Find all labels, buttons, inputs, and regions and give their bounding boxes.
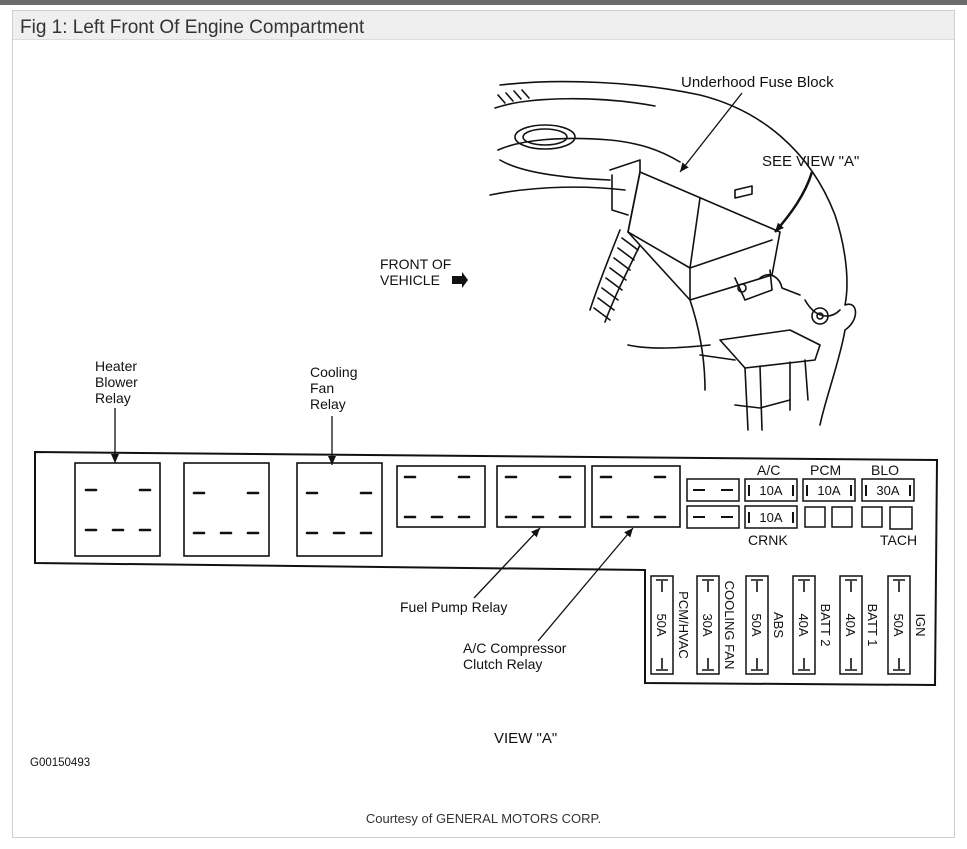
front-direction-arrow — [452, 272, 468, 288]
crnk-fuse — [744, 505, 798, 529]
heater-label-line2: Blower — [95, 374, 138, 390]
pcm-fuse — [802, 478, 856, 502]
maxi-fuse-rating: 30A — [700, 613, 715, 636]
caption-bar — [13, 11, 954, 40]
maxi-fuse-name: IGN — [913, 613, 928, 636]
maxi-fuse-cooling-fan: 30A COOLING FAN — [696, 575, 737, 675]
see-view-label: SEE VIEW "A" — [762, 153, 859, 170]
small-terminal-1 — [804, 506, 826, 528]
front-of-vehicle-line1: FRONT OF — [380, 256, 451, 272]
maxi-fuse-rating: 50A — [654, 613, 669, 636]
cooling-label-line2: Fan — [310, 380, 334, 396]
relay-socket-2 — [183, 462, 270, 557]
blo-fuse-rating: 30A — [876, 483, 899, 498]
ac-fuse — [744, 478, 798, 502]
maxi-fuse-abs: 50A ABS — [745, 575, 786, 675]
cooling-label-line3: Relay — [310, 396, 346, 412]
view-a-label: VIEW "A" — [494, 730, 557, 747]
spare-fuse-slot-1 — [686, 478, 740, 502]
fuse-block-leader — [679, 92, 743, 173]
corrugated-hose — [589, 229, 641, 323]
ac-fuse-rating: 10A — [759, 483, 782, 498]
mini-fuse-blades — [693, 485, 911, 523]
fuse-block-housing — [627, 171, 781, 301]
cooling-fan-relay-socket — [296, 462, 383, 557]
maxi-fuse-rating: 40A — [796, 613, 811, 636]
cooling-label-line1: Cooling — [310, 364, 357, 380]
pcm-fuse-label: PCM — [810, 462, 841, 478]
maxi-fuse-rating: 50A — [891, 613, 906, 636]
maxi-fuse-rating: 40A — [843, 613, 858, 636]
figure-id: G00150493 — [30, 757, 90, 769]
ac-relay-label-line1: A/C Compressor — [463, 640, 567, 656]
tach-label: TACH — [880, 532, 917, 548]
heater-blower-relay-socket — [74, 462, 161, 557]
mounting-bracket — [719, 329, 821, 369]
maxi-fuse-name: BATT 1 — [865, 604, 880, 647]
maxi-fuse-name: PCM/HVAC — [676, 591, 691, 659]
mini-fuse-slots — [686, 478, 915, 530]
fuel-pump-relay-label: Fuel Pump Relay — [400, 599, 507, 615]
blo-fuse — [861, 478, 915, 502]
heater-label-line3: Relay — [95, 390, 131, 406]
heater-label-line1: Heater — [95, 358, 137, 374]
pcm-fuse-rating: 10A — [817, 483, 840, 498]
relay-terminals — [84, 475, 667, 535]
fender-outline — [499, 80, 857, 426]
maxi-fuse-batt-1: 40A BATT 1 — [839, 575, 880, 675]
front-of-vehicle-line2: VEHICLE — [380, 272, 440, 288]
maxi-fuse-name: COOLING FAN — [722, 581, 737, 670]
ac-fuse-label: A/C — [757, 462, 780, 478]
maxi-fuse-name: BATT 2 — [818, 604, 833, 647]
ac-relay-label-line2: Clutch Relay — [463, 656, 542, 672]
blo-fuse-label: BLO — [871, 462, 899, 478]
top-border — [0, 0, 967, 5]
courtesy-credit: Courtesy of GENERAL MOTORS CORP. — [365, 811, 602, 826]
spare-fuse-slot-2 — [686, 505, 740, 529]
maxi-fuse-pcm-hvac: 50A PCM/HVAC — [650, 575, 691, 675]
see-view-arrow — [774, 171, 814, 233]
underhood-fuse-block-label: Underhood Fuse Block — [681, 74, 834, 91]
crnk-fuse-rating: 10A — [759, 510, 782, 525]
figure-caption: Fig 1: Left Front Of Engine Compartment — [20, 17, 365, 38]
crnk-fuse-label: CRNK — [748, 532, 788, 548]
engine-compartment-view — [489, 80, 857, 431]
maxi-fuse-rating: 50A — [749, 613, 764, 636]
small-terminal-3 — [861, 506, 883, 528]
small-terminal-2 — [831, 506, 853, 528]
small-terminal-4 — [889, 506, 913, 530]
ac-relay-leader — [537, 527, 634, 642]
strut-tower-opening — [514, 124, 576, 150]
maxi-fuse-batt-2: 40A BATT 2 — [792, 575, 833, 675]
maxi-fuse-name: ABS — [771, 612, 786, 638]
maxi-fuses: 50A PCM/HVAC 30A COOLING FAN 50A ABS 40A… — [650, 575, 928, 675]
maxi-fuse-ign: 50A IGN — [887, 575, 928, 675]
fuel-pump-relay-leader — [473, 527, 541, 599]
figure-frame — [12, 10, 955, 838]
